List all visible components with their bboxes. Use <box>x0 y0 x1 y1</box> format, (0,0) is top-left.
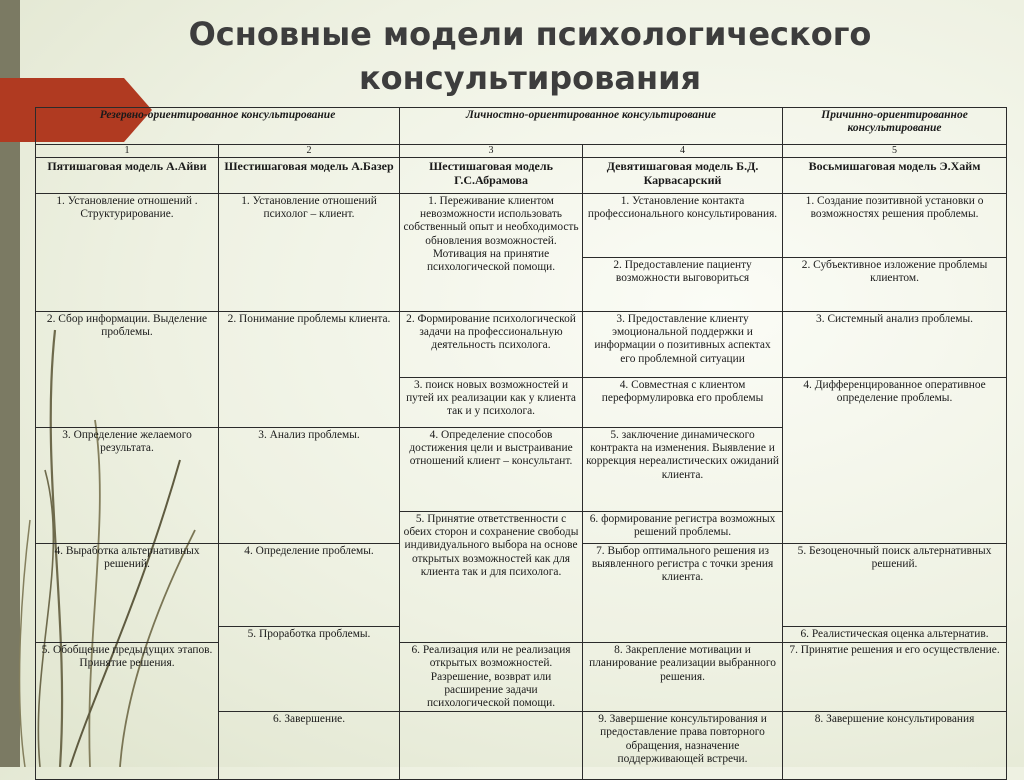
header-causal: Причинно-ориентированное консультировани… <box>782 107 1008 145</box>
heim-step-6: 6. Реалистическая оценка альтернатив. <box>782 625 1008 644</box>
header-reserve: Резервно-ориентированное консультировани… <box>34 107 401 145</box>
karvasarsky-step-3: 3. Предоставление клиенту эмоциональной … <box>582 311 784 378</box>
karvasarsky-step-1: 1. Установление контакта профессионально… <box>582 193 784 258</box>
abramova-step-2: 2. Формирование психологической задачи н… <box>399 311 584 378</box>
header-personal: Личностно-ориентированное консультирован… <box>399 107 784 145</box>
heim-step-1: 1. Создание позитивной установки о возмо… <box>782 193 1008 258</box>
column-number: 1 <box>35 144 219 158</box>
ivey-step-2: 2. Сбор информации. Выделение проблемы. <box>35 311 219 428</box>
column-number: 4 <box>582 144 784 158</box>
karvasarsky-step-7: 7. Выбор оптимального решения из выявлен… <box>582 542 784 644</box>
model-heim: Восьмишаговая модель Э.Хайм <box>782 157 1008 194</box>
model-abramova: Шестишаговая модель Г.С.Абрамова <box>399 157 584 194</box>
model-karvasarsky: Девятишаговая модель Б.Д. Карвасарский <box>582 157 784 194</box>
column-number: 2 <box>217 144 401 158</box>
abramova-step-1: 1. Переживание клиентом невозможности ис… <box>399 193 584 312</box>
ivey-step-5: 5. Обобщение предыдущих этапов. Принятие… <box>35 642 219 780</box>
karvasarsky-step-8: 8. Закрепление мотивации и планирование … <box>582 642 784 713</box>
abramova-step-6-cont <box>399 711 584 780</box>
bazer-step-3: 3. Анализ проблемы. <box>217 427 401 544</box>
bazer-step-1: 1. Установление отношений психолог – кли… <box>217 193 401 312</box>
karvasarsky-step-6: 6. формирование регистра возможных решен… <box>582 511 784 544</box>
karvasarsky-step-9: 9. Завершение консультирования и предост… <box>582 711 784 780</box>
abramova-step-3: 3. поиск новых возможностей и путей их р… <box>399 377 584 428</box>
bazer-step-5: 5. Проработка проблемы. <box>217 625 401 713</box>
abramova-step-6: 6. Реализация или не реализация открытых… <box>399 642 584 713</box>
ivey-step-1: 1. Установление отношений . Структуриров… <box>35 193 219 312</box>
heim-step-7: 7. Принятие решения и его осуществление. <box>782 642 1008 713</box>
ivey-step-4: 4. Выработка альтернативных решений. <box>35 542 219 644</box>
karvasarsky-step-5: 5. заключение динамического контракта на… <box>582 427 784 512</box>
karvasarsky-step-2: 2. Предоставление пациенту возможности в… <box>582 257 784 312</box>
ivey-step-3: 3. Определение желаемого результата. <box>35 427 219 544</box>
bazer-step-2: 2. Понимание проблемы клиента. <box>217 311 401 428</box>
model-bazer: Шестишаговая модель А.Базер <box>217 157 401 194</box>
column-number: 3 <box>399 144 584 158</box>
heim-step-5: 5. Безоценочный поиск альтернативных реш… <box>782 543 1008 627</box>
page-title: Основные модели психологического консуль… <box>188 15 872 97</box>
heim-step-4: 4. Дифференцированное оперативное опреде… <box>782 377 1008 544</box>
heim-step-3: 3. Системный анализ проблемы. <box>782 311 1008 378</box>
heim-step-2: 2. Субъективное изложение проблемы клиен… <box>782 257 1008 312</box>
model-ivey: Пятишаговая модель А.Айви <box>35 157 219 194</box>
bazer-step-4: 4. Определение проблемы. <box>217 543 401 627</box>
abramova-step-4: 4. Определение способов достижения цели … <box>399 427 584 512</box>
column-number: 5 <box>782 144 1008 158</box>
bazer-step-6: 6. Завершение. <box>217 711 401 780</box>
models-table: Резервно-ориентированное консультировани… <box>34 107 1008 780</box>
karvasarsky-step-4: 4. Совместная с клиентом переформулировк… <box>582 377 784 428</box>
heim-step-8: 8. Завершение консультирования <box>782 711 1008 780</box>
left-accent-bar <box>0 0 20 767</box>
abramova-step-5: 5. Принятие ответственности с обеих стор… <box>399 510 584 644</box>
